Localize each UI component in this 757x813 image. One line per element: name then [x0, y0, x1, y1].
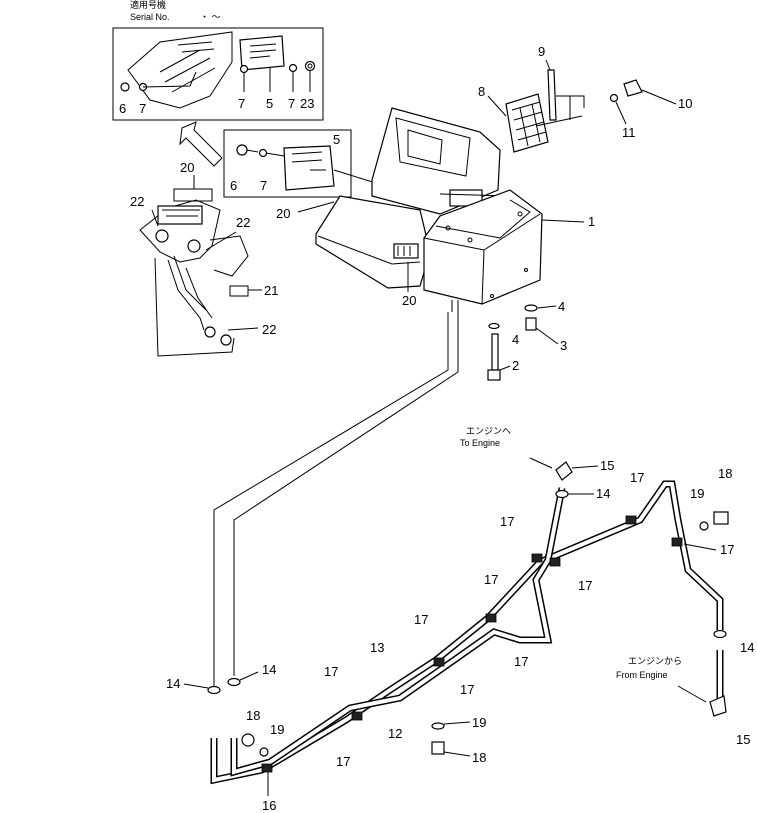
callout-23: 23: [300, 96, 314, 111]
callout-20: 20: [180, 160, 194, 175]
callout-11: 11: [622, 125, 636, 140]
fuse-box-parts: [505, 69, 643, 153]
callout-21: 21: [264, 283, 278, 298]
meter-detail-box: [223, 129, 431, 201]
callout-17: 17: [336, 754, 350, 769]
callout-13: 13: [370, 640, 384, 655]
callout-15: 15: [736, 732, 750, 747]
callout-19: 19: [270, 722, 284, 737]
harness-assembly: [139, 175, 262, 357]
callout-5: 5: [333, 132, 340, 147]
callout-20: 20: [402, 293, 416, 308]
callout-17: 17: [720, 542, 734, 557]
callout-19: 19: [472, 715, 486, 730]
callout-22: 22: [262, 322, 276, 337]
callout-6: 6: [119, 101, 126, 116]
pipe-fittings: [207, 457, 729, 757]
dashboard-console: [315, 107, 543, 312]
callout-5: 5: [266, 96, 273, 111]
callout-15: 15: [600, 458, 614, 473]
console-hoses: [213, 312, 459, 690]
callout-1: 1: [588, 214, 595, 229]
callout-18: 18: [246, 708, 260, 723]
callout-17: 17: [414, 612, 428, 627]
callout-17: 17: [460, 682, 474, 697]
callout-18: 18: [718, 466, 732, 481]
pipe-clamps: [261, 515, 683, 773]
callout-14: 14: [596, 486, 610, 501]
callout-10: 10: [678, 96, 692, 111]
callout-16: 16: [262, 798, 276, 813]
from-engine-jp: エンジンから: [628, 656, 682, 666]
callout-22: 22: [236, 215, 250, 230]
callout-18: 18: [472, 750, 486, 765]
callout-14: 14: [262, 662, 276, 677]
callout-22: 22: [130, 194, 144, 209]
callout-17: 17: [500, 514, 514, 529]
mount-bolts: [487, 304, 538, 381]
serial-range: ・ ～: [200, 12, 221, 22]
from-engine-en: From Engine: [616, 670, 668, 680]
callout-14: 14: [740, 640, 754, 655]
callout-8: 8: [478, 84, 485, 99]
callout-17: 17: [630, 470, 644, 485]
callout-19: 19: [690, 486, 704, 501]
callout-7: 7: [139, 101, 146, 116]
callout-7: 7: [288, 96, 295, 111]
callout-4: 4: [558, 299, 565, 314]
callout-17: 17: [514, 654, 528, 669]
serial-label: Serial No.: [130, 12, 170, 22]
callout-14: 14: [166, 676, 180, 691]
callout-7: 7: [260, 178, 267, 193]
callout-2: 2: [512, 358, 519, 373]
pipe-run: [210, 480, 724, 785]
callout-17: 17: [578, 578, 592, 593]
serial-inset: [112, 27, 324, 121]
applicable-serial-jp: 適用号機: [130, 0, 166, 10]
to-engine-en: To Engine: [460, 438, 500, 448]
callout-6: 6: [230, 178, 237, 193]
callout-9: 9: [538, 44, 545, 59]
inset-arrow: [179, 121, 223, 167]
callout-17: 17: [324, 664, 338, 679]
callout-7: 7: [238, 96, 245, 111]
callout-17: 17: [484, 572, 498, 587]
callout-3: 3: [560, 338, 567, 353]
callout-4: 4: [512, 332, 519, 347]
callout-20: 20: [276, 206, 290, 221]
to-engine-jp: エンジンへ: [466, 426, 511, 436]
callout-12: 12: [388, 726, 402, 741]
